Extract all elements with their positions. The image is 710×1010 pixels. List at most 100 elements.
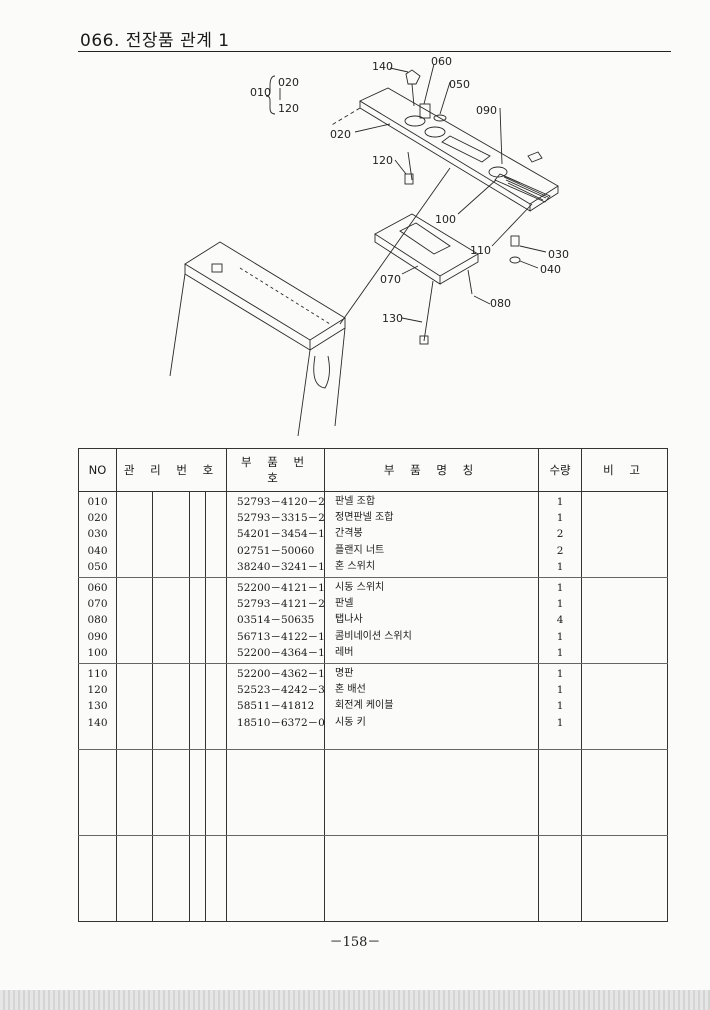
mgmt-cell	[152, 835, 190, 922]
mgmt-cell	[116, 663, 153, 750]
part-no: 18510－6372－0	[237, 716, 325, 729]
frame-right-leg	[334, 327, 346, 427]
label-010-020: 020	[278, 76, 299, 89]
part-no: 58511－41812	[237, 700, 315, 713]
frame-cable-loop	[313, 355, 330, 389]
qty-cell: 1 1 1 1	[538, 663, 583, 750]
item-no: 120	[87, 684, 108, 697]
item-no: 030	[87, 528, 108, 541]
part-no-cell: 52200－4121－1 52793－4121－2 03514－50635 56…	[226, 577, 326, 664]
header-part-no: 부 품 번 호	[226, 448, 326, 492]
part-no: 02751－50060	[237, 544, 315, 557]
horn-switch-hole	[424, 126, 446, 138]
mgmt-cell	[152, 491, 190, 578]
mgmt-cell	[116, 835, 153, 922]
mgmt-cell	[204, 491, 228, 578]
item-no: 070	[87, 598, 108, 611]
part-no: 52523－4242－3	[237, 684, 325, 697]
part-name-cell: 명판 혼 배선 회전계 케이블 시동 키	[324, 663, 540, 750]
qty: 1	[556, 496, 564, 508]
label-100: 100	[435, 213, 456, 226]
leader-060	[423, 63, 435, 105]
leader-130	[401, 317, 423, 323]
qty: 4	[556, 614, 564, 627]
part-no-cell	[226, 749, 326, 836]
item-no: 020	[87, 512, 108, 525]
spacer-030	[510, 235, 520, 247]
page-number: －158－	[329, 935, 381, 950]
exploded-parts-diagram: 010 020 120 140 060 050 090 020 120 100 …	[150, 55, 590, 446]
label-090: 090	[476, 104, 497, 117]
connector-right	[527, 151, 543, 163]
part-name-cell	[324, 749, 540, 836]
frame-top-edge	[184, 264, 311, 351]
table-row-group-3: 110 120 130 140 52200－4362－1 52523－4242－…	[78, 663, 669, 750]
frame-top	[184, 241, 346, 341]
no-cell: 010 020 030 040 050	[78, 491, 117, 578]
parts-table: NO 관 리 번 호 부 품 번 호 부 품 명 칭 수량 비 고 010 02…	[78, 448, 669, 922]
qty-cell	[538, 835, 583, 922]
qty: 1	[556, 716, 564, 729]
remark-cell	[581, 749, 669, 836]
mgmt-cell	[204, 663, 228, 750]
label-040: 040	[540, 263, 561, 276]
page-title: 066. 전장품 관계 1	[80, 31, 230, 51]
leader-090	[499, 107, 503, 165]
grille-lines	[501, 174, 549, 201]
frame-bracket	[211, 263, 223, 273]
leader-030	[519, 245, 547, 253]
part-no: 52793－4120－2	[237, 496, 325, 508]
leader-040	[519, 260, 539, 269]
item-no: 130	[87, 700, 108, 713]
lower-panel	[374, 213, 479, 277]
leader-100	[457, 179, 497, 215]
qty: 2	[556, 544, 564, 557]
table-row-empty	[78, 835, 669, 922]
part-no-cell	[226, 835, 326, 922]
mgmt-cell	[189, 577, 206, 664]
part-no: 52200－4364－1	[237, 646, 325, 659]
part-no: 52793－4121－2	[237, 598, 325, 611]
part-name: 시동 키	[335, 716, 366, 728]
qty: 2	[556, 528, 564, 541]
label-120: 120	[372, 154, 393, 167]
part-no: 03514－50635	[237, 614, 315, 627]
mgmt-cell	[152, 749, 190, 836]
qty: 1	[556, 700, 564, 713]
mgmt-cell	[189, 663, 206, 750]
part-name: 탭나사	[335, 614, 363, 626]
leader-140	[389, 67, 409, 73]
item-no: 010	[87, 496, 108, 508]
flange-nut-040	[509, 256, 521, 264]
leader-120	[394, 159, 407, 175]
horn-wiring	[407, 151, 413, 181]
qty: 1	[556, 582, 564, 594]
panel-grille	[494, 173, 551, 203]
item-no: 060	[87, 582, 108, 594]
mgmt-cell	[152, 663, 190, 750]
part-name: 혼 스위치	[335, 560, 376, 572]
label-010: 010	[250, 86, 271, 99]
horn-wiring-plug	[404, 173, 414, 185]
item-no: 110	[87, 668, 108, 680]
qty: 1	[556, 646, 564, 659]
lower-panel-side	[439, 254, 479, 285]
qty-cell: 1 1 2 2 1	[538, 491, 583, 578]
no-cell	[78, 749, 117, 836]
lower-panel-edge	[374, 234, 441, 285]
mgmt-cell	[204, 749, 228, 836]
start-key-shape	[405, 69, 421, 85]
guide-line-2	[339, 167, 451, 325]
part-no: 56713－4122－1	[237, 630, 325, 643]
table-row-empty	[78, 749, 669, 836]
part-name: 간격봉	[335, 528, 363, 540]
item-no: 100	[87, 646, 108, 659]
mgmt-cell	[116, 577, 153, 664]
part-name: 정면판넬 조합	[335, 512, 394, 524]
part-no: 38240－3241－1	[237, 560, 325, 573]
label-010-120: 120	[278, 102, 299, 115]
no-cell: 060 070 080 090 100	[78, 577, 117, 664]
mgmt-cell	[189, 491, 206, 578]
part-name: 레버	[335, 646, 354, 658]
item-no: 050	[87, 560, 108, 573]
